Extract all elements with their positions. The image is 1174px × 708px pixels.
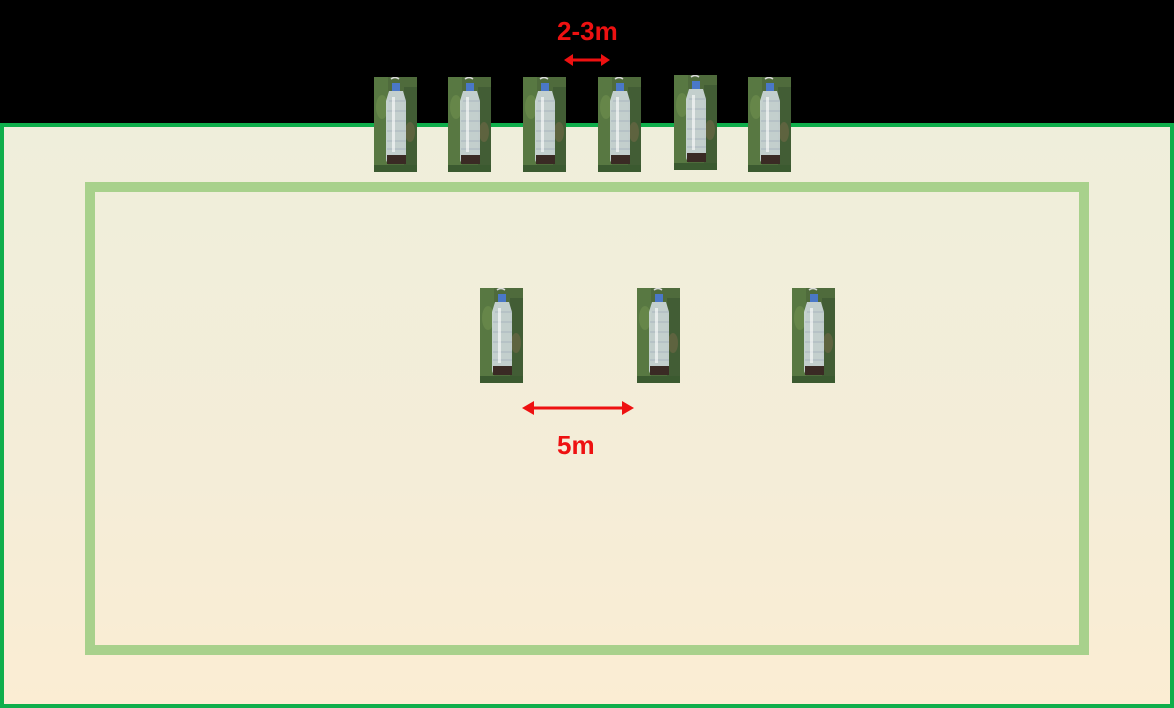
edge-spacing-arrow <box>564 54 610 66</box>
edge-trap-5 <box>674 75 717 170</box>
inner-plot-boundary <box>85 182 1089 655</box>
edge-trap-6 <box>748 77 791 172</box>
inner-trap-3 <box>792 288 835 383</box>
edge-trap-3 <box>523 77 566 172</box>
edge-trap-1 <box>374 77 417 172</box>
field-boundary <box>0 123 1174 708</box>
inner-spacing-label: 5m <box>557 430 595 460</box>
inner-spacing-arrow <box>522 401 634 415</box>
edge-trap-2 <box>448 77 491 172</box>
edge-trap-4 <box>598 77 641 172</box>
inner-trap-2 <box>637 288 680 383</box>
inner-trap-1 <box>480 288 523 383</box>
edge-spacing-label: 2-3m <box>557 16 618 46</box>
